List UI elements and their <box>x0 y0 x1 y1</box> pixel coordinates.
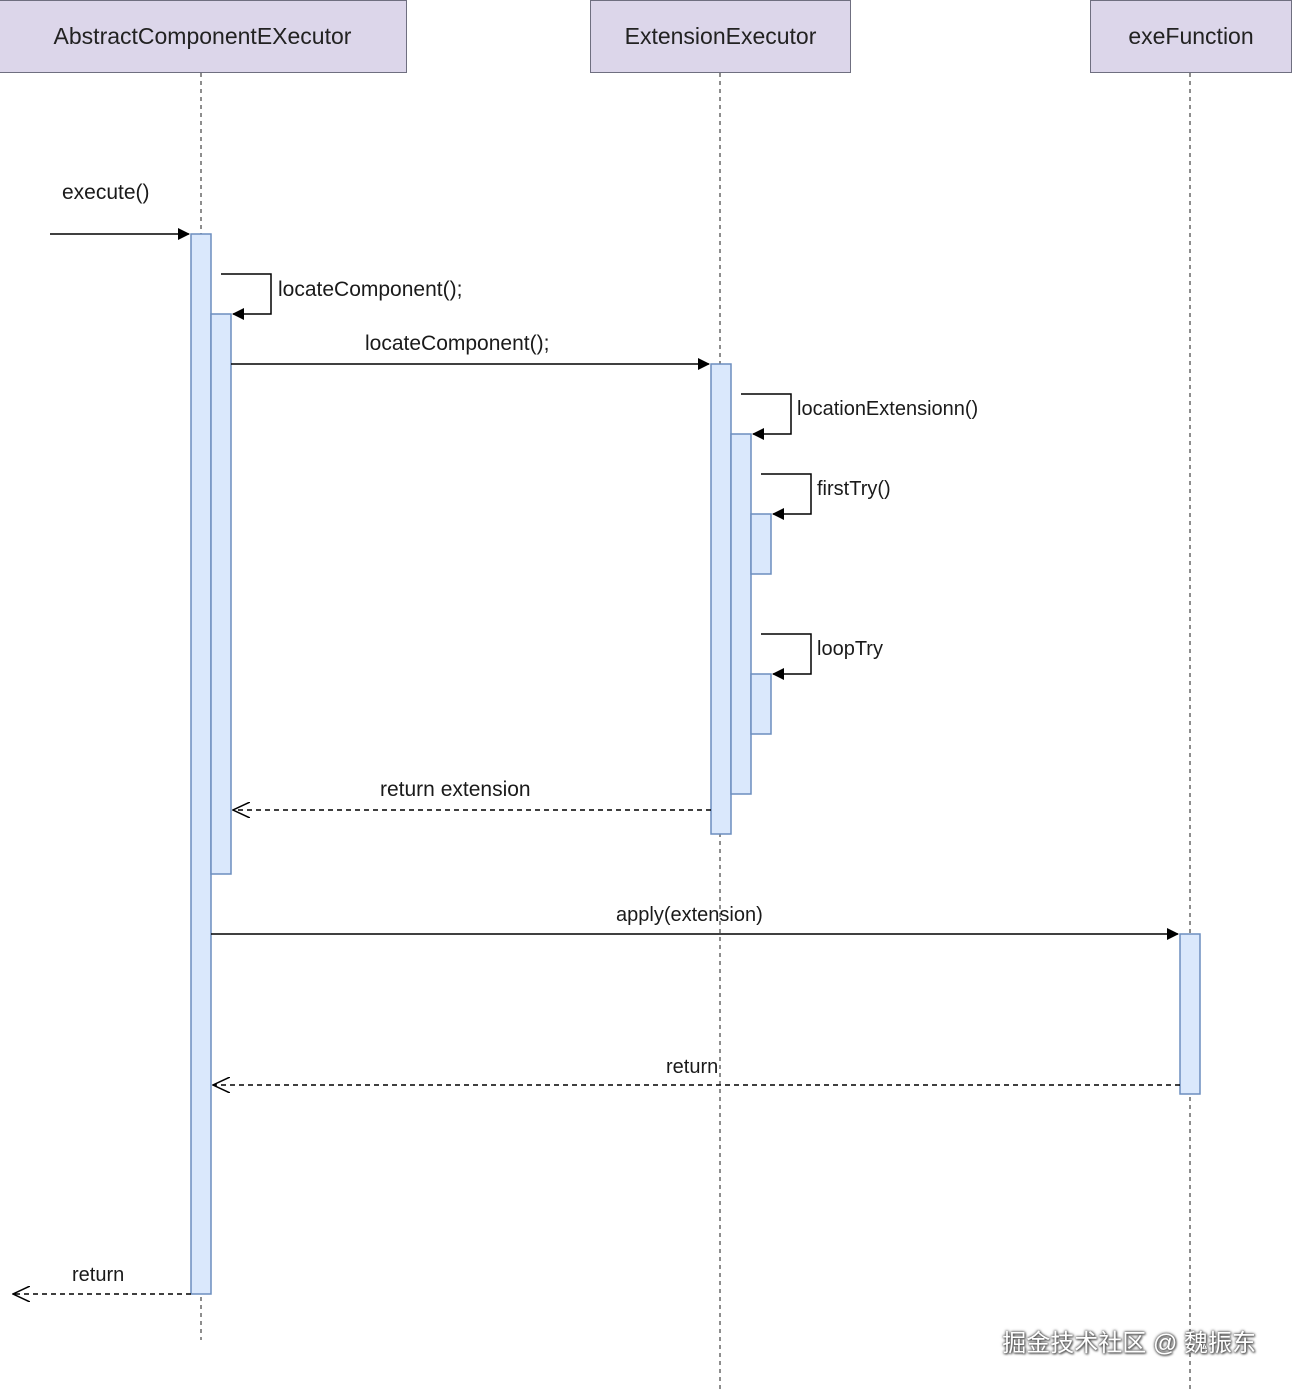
label-self-locate: locateComponent(); <box>278 278 463 301</box>
label-return-apply: return <box>666 1056 719 1078</box>
message-self-first-try-arrow <box>761 473 812 520</box>
participant-extension-executor: ExtensionExecutor <box>590 0 851 73</box>
label-self-location-ext: locationExtensionn() <box>797 398 979 420</box>
participant-exe-function: exeFunction <box>1090 0 1292 73</box>
activation-abstract-main <box>190 233 212 1295</box>
message-self-location-ext-arrow <box>741 393 792 440</box>
label-apply: apply(extension) <box>616 904 763 926</box>
label-self-loop-try: loopTry <box>817 638 883 660</box>
label-return-extension: return extension <box>380 778 531 801</box>
label-return-final: return <box>72 1264 125 1286</box>
activation-first-try <box>750 513 772 575</box>
message-self-loop-try-arrow <box>761 633 812 680</box>
activation-abstract-locate <box>210 313 232 875</box>
activation-extension-location <box>730 433 752 795</box>
message-self-locate-arrow <box>221 273 272 320</box>
label-locate-call: locateComponent(); <box>365 332 550 355</box>
watermark: 掘金技术社区 @ 魏振东 <box>1002 1330 1256 1357</box>
activation-extension-main <box>710 363 732 835</box>
activation-loop-try <box>750 673 772 735</box>
activation-exe-function <box>1179 933 1201 1095</box>
label-self-first-try: firstTry() <box>817 478 891 500</box>
label-execute: execute() <box>62 181 150 204</box>
participant-abstract-component-executor: AbstractComponentEXecutor <box>0 0 407 73</box>
